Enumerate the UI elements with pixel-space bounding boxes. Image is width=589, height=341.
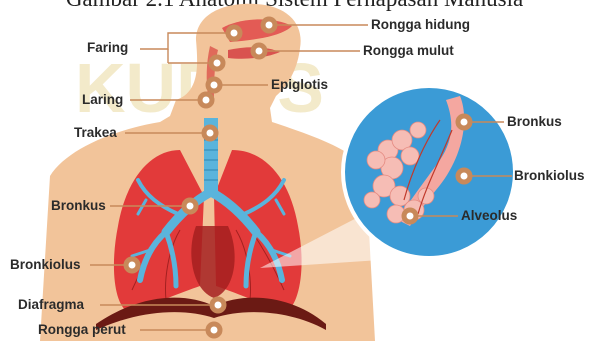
label-trakea: Trakea <box>74 125 117 140</box>
marker-rongga-mulut <box>253 45 265 57</box>
marker-bronkus <box>184 200 196 212</box>
label-diafragma: Diafragma <box>18 297 84 312</box>
marker-trakea <box>204 127 216 139</box>
marker-bronkiolus-zoom <box>458 170 470 182</box>
label-laring: Laring <box>82 92 123 107</box>
label-rongga-hidung: Rongga hidung <box>371 17 470 32</box>
marker-bronkus-zoom <box>458 116 470 128</box>
marker-faring-lower <box>211 57 223 69</box>
marker-epiglotis <box>208 79 220 91</box>
magnified-view <box>343 86 515 258</box>
label-bronkiolus-zoom: Bronkiolus <box>514 168 585 183</box>
label-rongga-perut: Rongga perut <box>38 322 126 337</box>
marker-laring <box>200 94 212 106</box>
marker-rongga-perut <box>208 324 220 336</box>
marker-faring <box>228 27 240 39</box>
label-bronkiolus: Bronkiolus <box>10 257 81 272</box>
marker-rongga-hidung <box>263 19 275 31</box>
label-alveolus: Alveolus <box>461 208 517 223</box>
label-bronkus: Bronkus <box>51 198 106 213</box>
label-bronkus-zoom: Bronkus <box>507 114 562 129</box>
marker-bronkiolus <box>126 259 138 271</box>
marker-alveolus <box>404 210 416 222</box>
label-epiglotis: Epiglotis <box>271 77 328 92</box>
label-faring: Faring <box>87 40 128 55</box>
label-rongga-mulut: Rongga mulut <box>363 43 454 58</box>
marker-diafragma <box>212 299 224 311</box>
